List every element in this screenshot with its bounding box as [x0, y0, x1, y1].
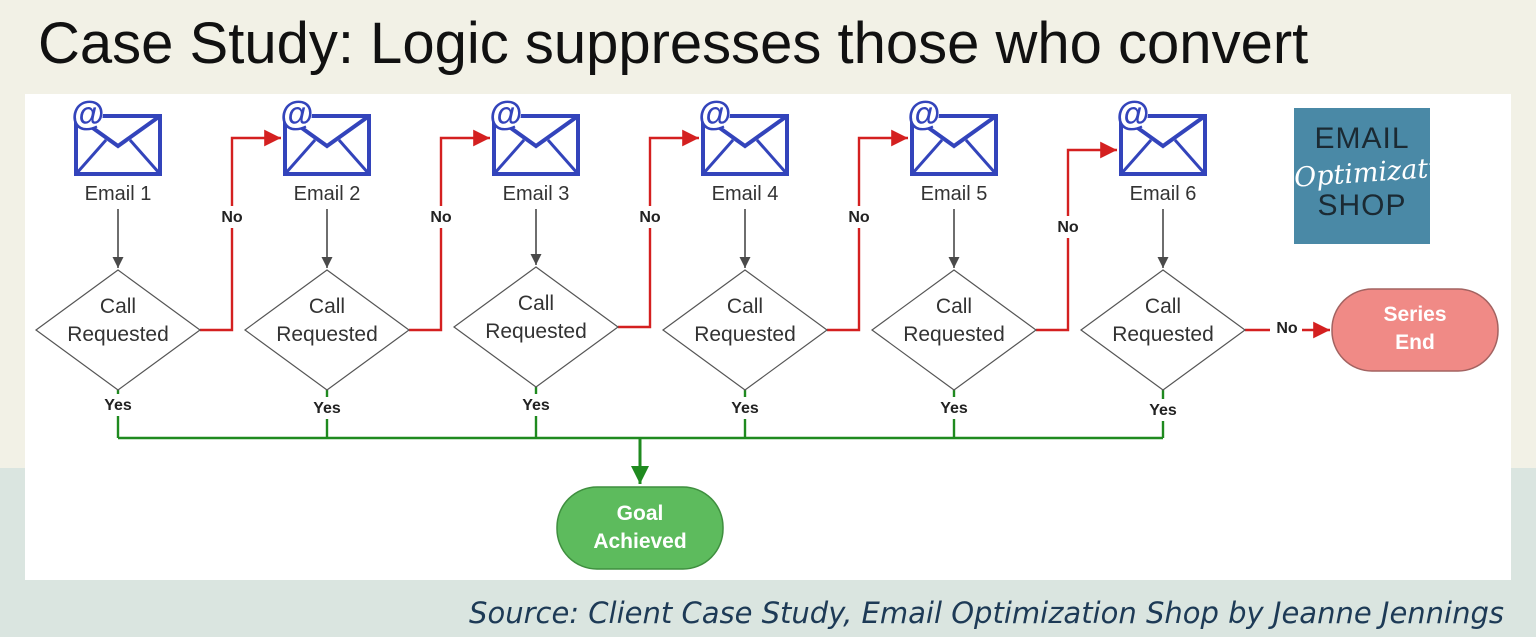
- decision-diamond: [1079, 269, 1247, 391]
- at-badge: [73, 99, 103, 129]
- goal-label-line2: Achieved: [593, 530, 686, 553]
- envelope-fold-right: [964, 139, 998, 175]
- brand-logo: EMAIL Optimization SHOP: [1294, 108, 1430, 244]
- at-badge: [700, 99, 730, 129]
- decision-diamond: [34, 269, 202, 391]
- no-label: No: [430, 209, 452, 226]
- at-badge: [909, 99, 939, 129]
- at-sign-icon: @: [489, 95, 522, 133]
- source-caption: Source: Client Case Study, Email Optimiz…: [469, 596, 1504, 630]
- decision-label-line1: Call: [727, 295, 763, 318]
- email-label: Email 1: [85, 183, 152, 205]
- yes-label: Yes: [522, 397, 550, 414]
- envelope-fold-left: [701, 139, 735, 175]
- decision-label-line2: Requested: [694, 323, 796, 346]
- no-label: No: [848, 209, 870, 226]
- at-badge: [1118, 99, 1148, 129]
- yes-label: Yes: [104, 397, 132, 414]
- no-connector: [200, 129, 281, 332]
- logo-text-script: Optimization: [1294, 150, 1430, 194]
- logo-text-bottom: SHOP: [1317, 189, 1407, 222]
- no-connector: [827, 129, 908, 332]
- decision-label-line2: Requested: [485, 320, 587, 343]
- at-sign-icon: @: [71, 95, 104, 133]
- email-label: Email 6: [1130, 183, 1197, 205]
- no-label: No: [1276, 320, 1298, 337]
- decision-label-line1: Call: [518, 292, 554, 315]
- decision-diamond: [870, 269, 1038, 391]
- no-connector: [1036, 141, 1117, 332]
- envelope-fold-left: [492, 139, 526, 175]
- decision-label-line2: Requested: [276, 323, 378, 346]
- at-badge: [491, 99, 521, 129]
- no-connector: [618, 129, 699, 329]
- decision-diamond: [452, 266, 620, 388]
- decision-label-line2: Requested: [67, 323, 169, 346]
- decision-label-line2: Requested: [903, 323, 1005, 346]
- logo-text-top: EMAIL: [1314, 122, 1410, 155]
- no-label: No: [639, 209, 661, 226]
- email-label: Email 5: [921, 183, 988, 205]
- decision-label-line1: Call: [100, 295, 136, 318]
- no-connector: [409, 129, 490, 332]
- no-label-bg: [845, 206, 873, 228]
- no-label-bg: [427, 206, 455, 228]
- at-sign-icon: @: [907, 95, 940, 133]
- no-label: No: [221, 209, 243, 226]
- goal-label-line1: Goal: [617, 502, 664, 525]
- envelope-fold-right: [128, 139, 162, 175]
- no-label-bg: [1270, 316, 1302, 338]
- at-sign-icon: @: [1116, 95, 1149, 133]
- no-label-bg: [1054, 216, 1082, 238]
- envelope-fold-left: [910, 139, 944, 175]
- no-label: No: [1057, 219, 1079, 236]
- yes-label: Yes: [940, 400, 968, 417]
- email-label: Email 4: [712, 183, 779, 205]
- decision-label-line1: Call: [1145, 295, 1181, 318]
- envelope-fold-right: [546, 139, 580, 175]
- decision-label-line1: Call: [309, 295, 345, 318]
- series-end-terminal: [1331, 288, 1499, 372]
- yes-label: Yes: [731, 400, 759, 417]
- decision-label-line2: Requested: [1112, 323, 1214, 346]
- decision-label-line1: Call: [936, 295, 972, 318]
- goal-terminal: [556, 486, 724, 570]
- slide-title: Case Study: Logic suppresses those who c…: [38, 11, 1309, 76]
- envelope-fold-left: [74, 139, 108, 175]
- yes-label: Yes: [1149, 402, 1177, 419]
- no-label-bg: [218, 206, 246, 228]
- envelope-fold-right: [337, 139, 371, 175]
- decision-diamond: [243, 269, 411, 391]
- yes-label: Yes: [313, 400, 341, 417]
- series-end-label-line2: End: [1395, 331, 1435, 354]
- envelope-fold-left: [283, 139, 317, 175]
- at-sign-icon: @: [698, 95, 731, 133]
- decision-diamond: [661, 269, 829, 391]
- envelope-fold-right: [755, 139, 789, 175]
- email-label: Email 3: [503, 183, 570, 205]
- envelope-fold-right: [1173, 139, 1207, 175]
- envelope-fold-left: [1119, 139, 1153, 175]
- at-badge: [282, 99, 312, 129]
- series-end-label-line1: Series: [1383, 303, 1446, 326]
- no-label-bg: [636, 206, 664, 228]
- at-sign-icon: @: [280, 95, 313, 133]
- email-label: Email 2: [294, 183, 361, 205]
